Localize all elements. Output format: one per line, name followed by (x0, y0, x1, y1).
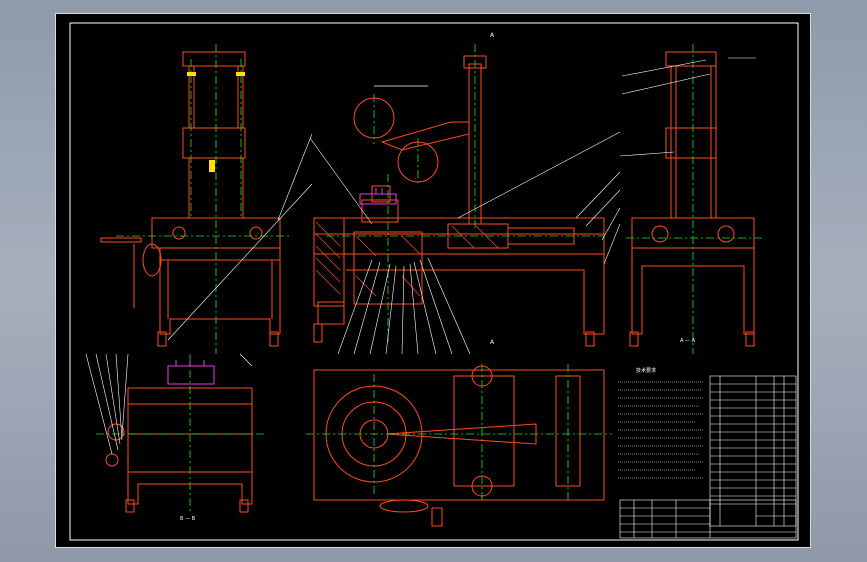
side-section-centerlines (626, 44, 764, 354)
front-view-yellow-details (187, 72, 245, 172)
side-view-b-centerlines (96, 354, 266, 514)
notes-heading: 技术要求 (636, 367, 656, 374)
inner-frame (69, 22, 799, 541)
main-section-magenta (359, 188, 397, 205)
section-mark-top-a: A (490, 32, 495, 39)
side-view-b-magenta (167, 360, 215, 385)
side-section-view (629, 51, 755, 347)
main-section-hatch (315, 221, 499, 297)
front-view (100, 51, 281, 347)
view-label-left-bottom: B — B (180, 516, 196, 522)
title-block (619, 499, 797, 539)
cad-drawing-canvas: A A A — A (69, 22, 799, 541)
plan-view-centerlines (306, 364, 612, 500)
leader-lines (85, 57, 756, 455)
section-marks: A A (490, 32, 495, 346)
technical-notes-lines (618, 381, 704, 479)
plan-view (313, 365, 605, 527)
section-mark-bottom-a: A (490, 339, 495, 346)
main-section-view (313, 55, 605, 347)
main-section-centerlines (326, 44, 604, 344)
bom-table (709, 375, 797, 527)
view-label-right: A — A (680, 338, 696, 344)
front-view-centerlines (116, 44, 292, 354)
drawing-sheet: A A A — A (55, 13, 811, 548)
side-view-b (105, 387, 253, 513)
